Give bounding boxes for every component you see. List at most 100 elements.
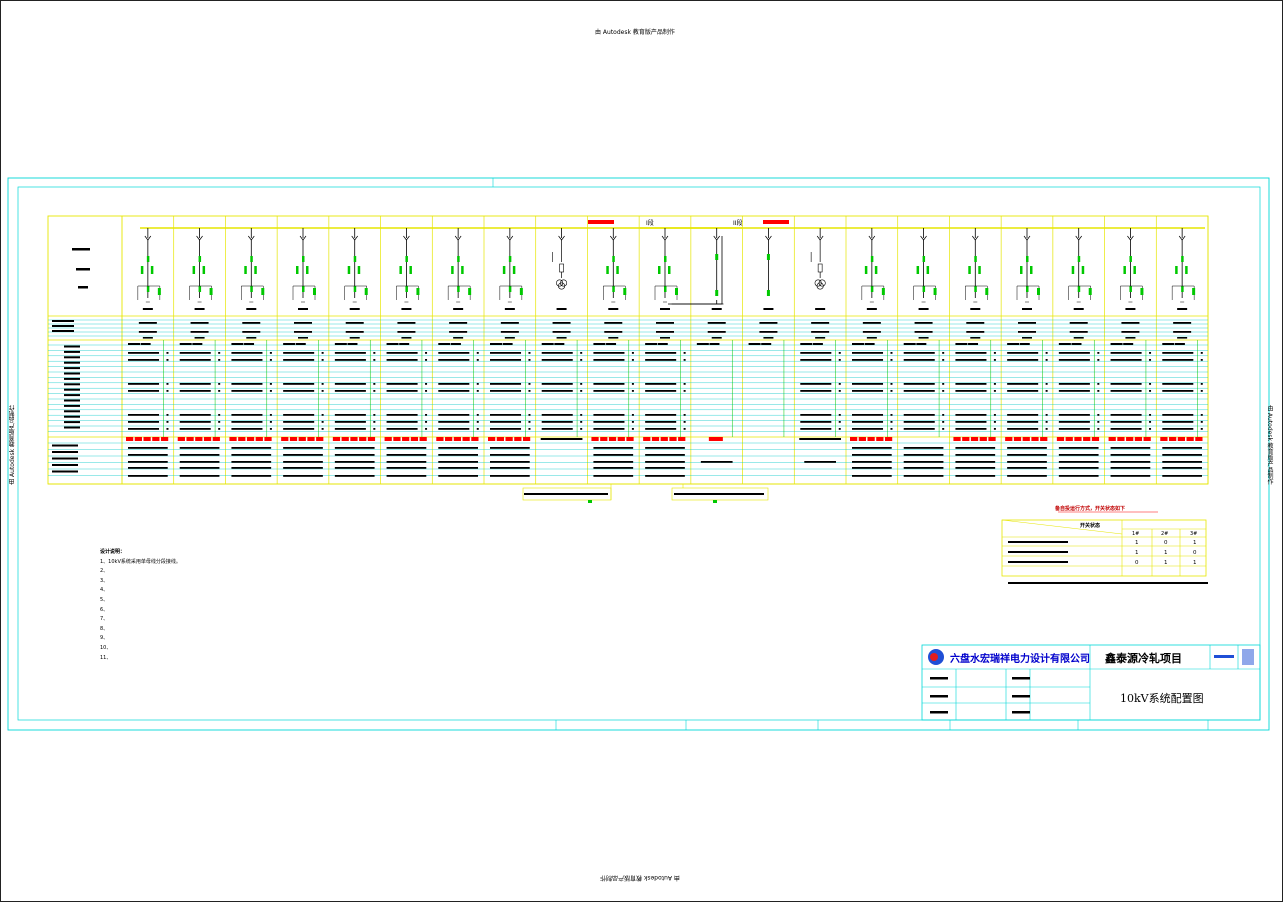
cable-mark — [1058, 461, 1099, 463]
breaker-symbol-icon — [202, 266, 206, 274]
table-cell: 1 — [1193, 560, 1197, 566]
qty-mark — [373, 428, 376, 430]
cable-mark — [438, 454, 478, 456]
qty-mark — [218, 359, 221, 361]
equip-mark — [1058, 359, 1090, 361]
qty-mark — [425, 359, 428, 361]
cabinet-size — [1177, 337, 1188, 339]
alarm-block — [471, 437, 479, 441]
cabinet-type — [759, 331, 778, 333]
equip-mark — [852, 383, 884, 385]
cable-mark — [1162, 447, 1202, 449]
qty-mark — [218, 352, 221, 354]
bus-alarm-tag — [588, 220, 614, 224]
equip-mark — [1123, 343, 1134, 345]
qty-mark — [838, 421, 841, 423]
table-cell: 1 — [1193, 540, 1197, 546]
cabinet-size — [815, 337, 826, 339]
table-column-label: 2# — [1161, 531, 1168, 537]
equip-mark — [490, 414, 522, 416]
tb-label-mark — [930, 695, 948, 698]
breaker-symbol-icon — [870, 256, 874, 262]
equip-mark — [864, 343, 875, 345]
qty-mark — [838, 352, 841, 354]
equip-mark — [800, 421, 832, 423]
cabinet-type — [552, 331, 571, 333]
equip-mark — [438, 421, 470, 423]
equip-mark — [502, 343, 513, 345]
alarm-block — [626, 437, 634, 441]
label-mark — [52, 464, 78, 466]
alarm-block — [651, 437, 660, 441]
cable-mark — [852, 475, 892, 477]
table-outline — [1001, 519, 1207, 577]
qty-mark — [838, 414, 841, 416]
equip-mark — [1019, 343, 1030, 345]
qty-mark — [476, 352, 479, 354]
earth-switch-icon — [519, 288, 523, 295]
breaker-symbol-icon — [974, 256, 977, 262]
equip-mark — [179, 352, 211, 354]
equip-mark — [231, 383, 263, 385]
equip-mark — [955, 352, 987, 354]
equip-mark — [593, 359, 625, 361]
cabinet-type — [294, 331, 312, 333]
equip-mark — [645, 343, 658, 345]
note-line: 1、10kV系统采用单母线分段接线。 — [100, 558, 181, 565]
breaker-symbol-icon — [616, 266, 619, 274]
equip-mark — [231, 390, 263, 392]
qty-mark — [942, 352, 945, 354]
note-line: 11、 — [100, 654, 112, 661]
qty-mark — [218, 428, 221, 430]
cable-mark — [1162, 454, 1202, 456]
cabinet-number — [349, 308, 360, 310]
equip-mark — [386, 428, 418, 430]
cable-mark — [283, 467, 323, 469]
cable-mark — [283, 454, 323, 456]
qty-mark — [269, 352, 272, 354]
bus-label-1: I段 — [646, 219, 654, 227]
equip-mark — [386, 343, 399, 345]
label-mark — [52, 451, 78, 453]
alarm-block — [177, 437, 185, 441]
cable-mark — [955, 461, 996, 463]
breaker-symbol-icon — [198, 256, 202, 262]
cable-mark — [593, 475, 634, 477]
alarm-block — [669, 437, 677, 441]
cable-mark — [1058, 454, 1099, 456]
cable-mark — [645, 475, 685, 477]
alarm-block — [1177, 437, 1186, 441]
breaker-symbol-icon — [1071, 266, 1075, 274]
equip-mark — [179, 343, 192, 345]
alarm-block — [505, 437, 513, 441]
qty-mark — [1097, 428, 1100, 430]
qty-mark — [1045, 352, 1048, 354]
cabinet-type — [242, 322, 261, 324]
cable-mark — [1110, 475, 1151, 477]
qty-mark — [476, 414, 479, 416]
qty-mark — [1200, 421, 1203, 423]
qty-mark — [631, 352, 634, 354]
cable-mark — [128, 461, 168, 463]
breaker-symbol-icon — [916, 266, 920, 274]
equip-mark — [1110, 343, 1123, 345]
qty-mark — [321, 428, 324, 430]
alarm-block — [1013, 437, 1022, 441]
cable-mark — [179, 454, 220, 456]
equip-mark — [696, 343, 709, 345]
alarm-block — [307, 437, 315, 441]
qty-mark — [942, 428, 945, 430]
equip-mark — [800, 414, 832, 416]
alarm-block — [514, 437, 522, 441]
qty-mark — [476, 421, 479, 423]
breaker-symbol-icon — [306, 266, 309, 274]
equip-mark — [955, 383, 987, 385]
equip-mark — [593, 428, 625, 430]
row-label-mark — [1008, 541, 1068, 543]
equip-mark — [593, 390, 625, 392]
qty-mark — [321, 359, 324, 361]
alarm-block — [203, 437, 212, 441]
qty-mark — [890, 414, 893, 416]
label-mark — [64, 426, 80, 429]
breaker-symbol-icon — [353, 286, 357, 292]
